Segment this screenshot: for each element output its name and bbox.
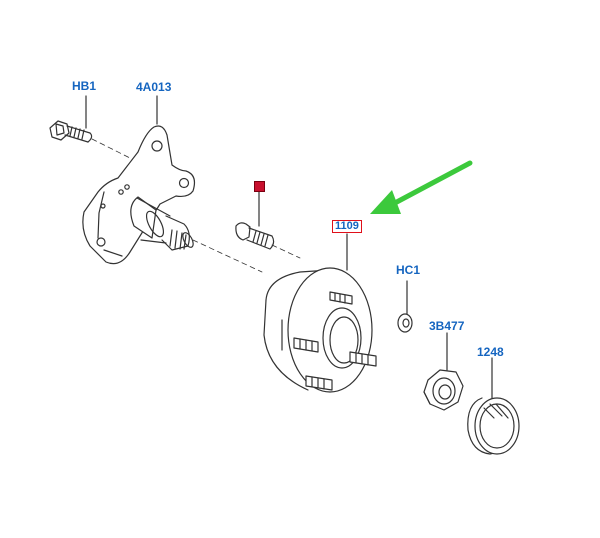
spindle-4a013-part <box>82 125 196 265</box>
washer-hc1-part <box>397 313 413 333</box>
bolt-hb1-part <box>49 120 93 143</box>
red-marker-icon[interactable] <box>254 181 265 192</box>
dust-cap-1248-part <box>467 397 520 455</box>
callout-4a013[interactable]: 4A013 <box>136 80 172 94</box>
green-pointer-arrow <box>370 160 473 214</box>
nut-3b477-part <box>423 369 464 411</box>
wheel-stud-part <box>235 222 275 250</box>
hub-assembly-1109-part <box>263 267 377 393</box>
callout-1109[interactable]: 1109 <box>332 220 362 233</box>
axis-line-spindle <box>192 239 263 273</box>
callout-3b477[interactable]: 3B477 <box>429 319 465 333</box>
callout-hc1[interactable]: HC1 <box>396 263 421 277</box>
callout-1248[interactable]: 1248 <box>477 345 504 359</box>
callout-hb1[interactable]: HB1 <box>72 79 97 93</box>
axis-line-stud <box>271 244 301 259</box>
